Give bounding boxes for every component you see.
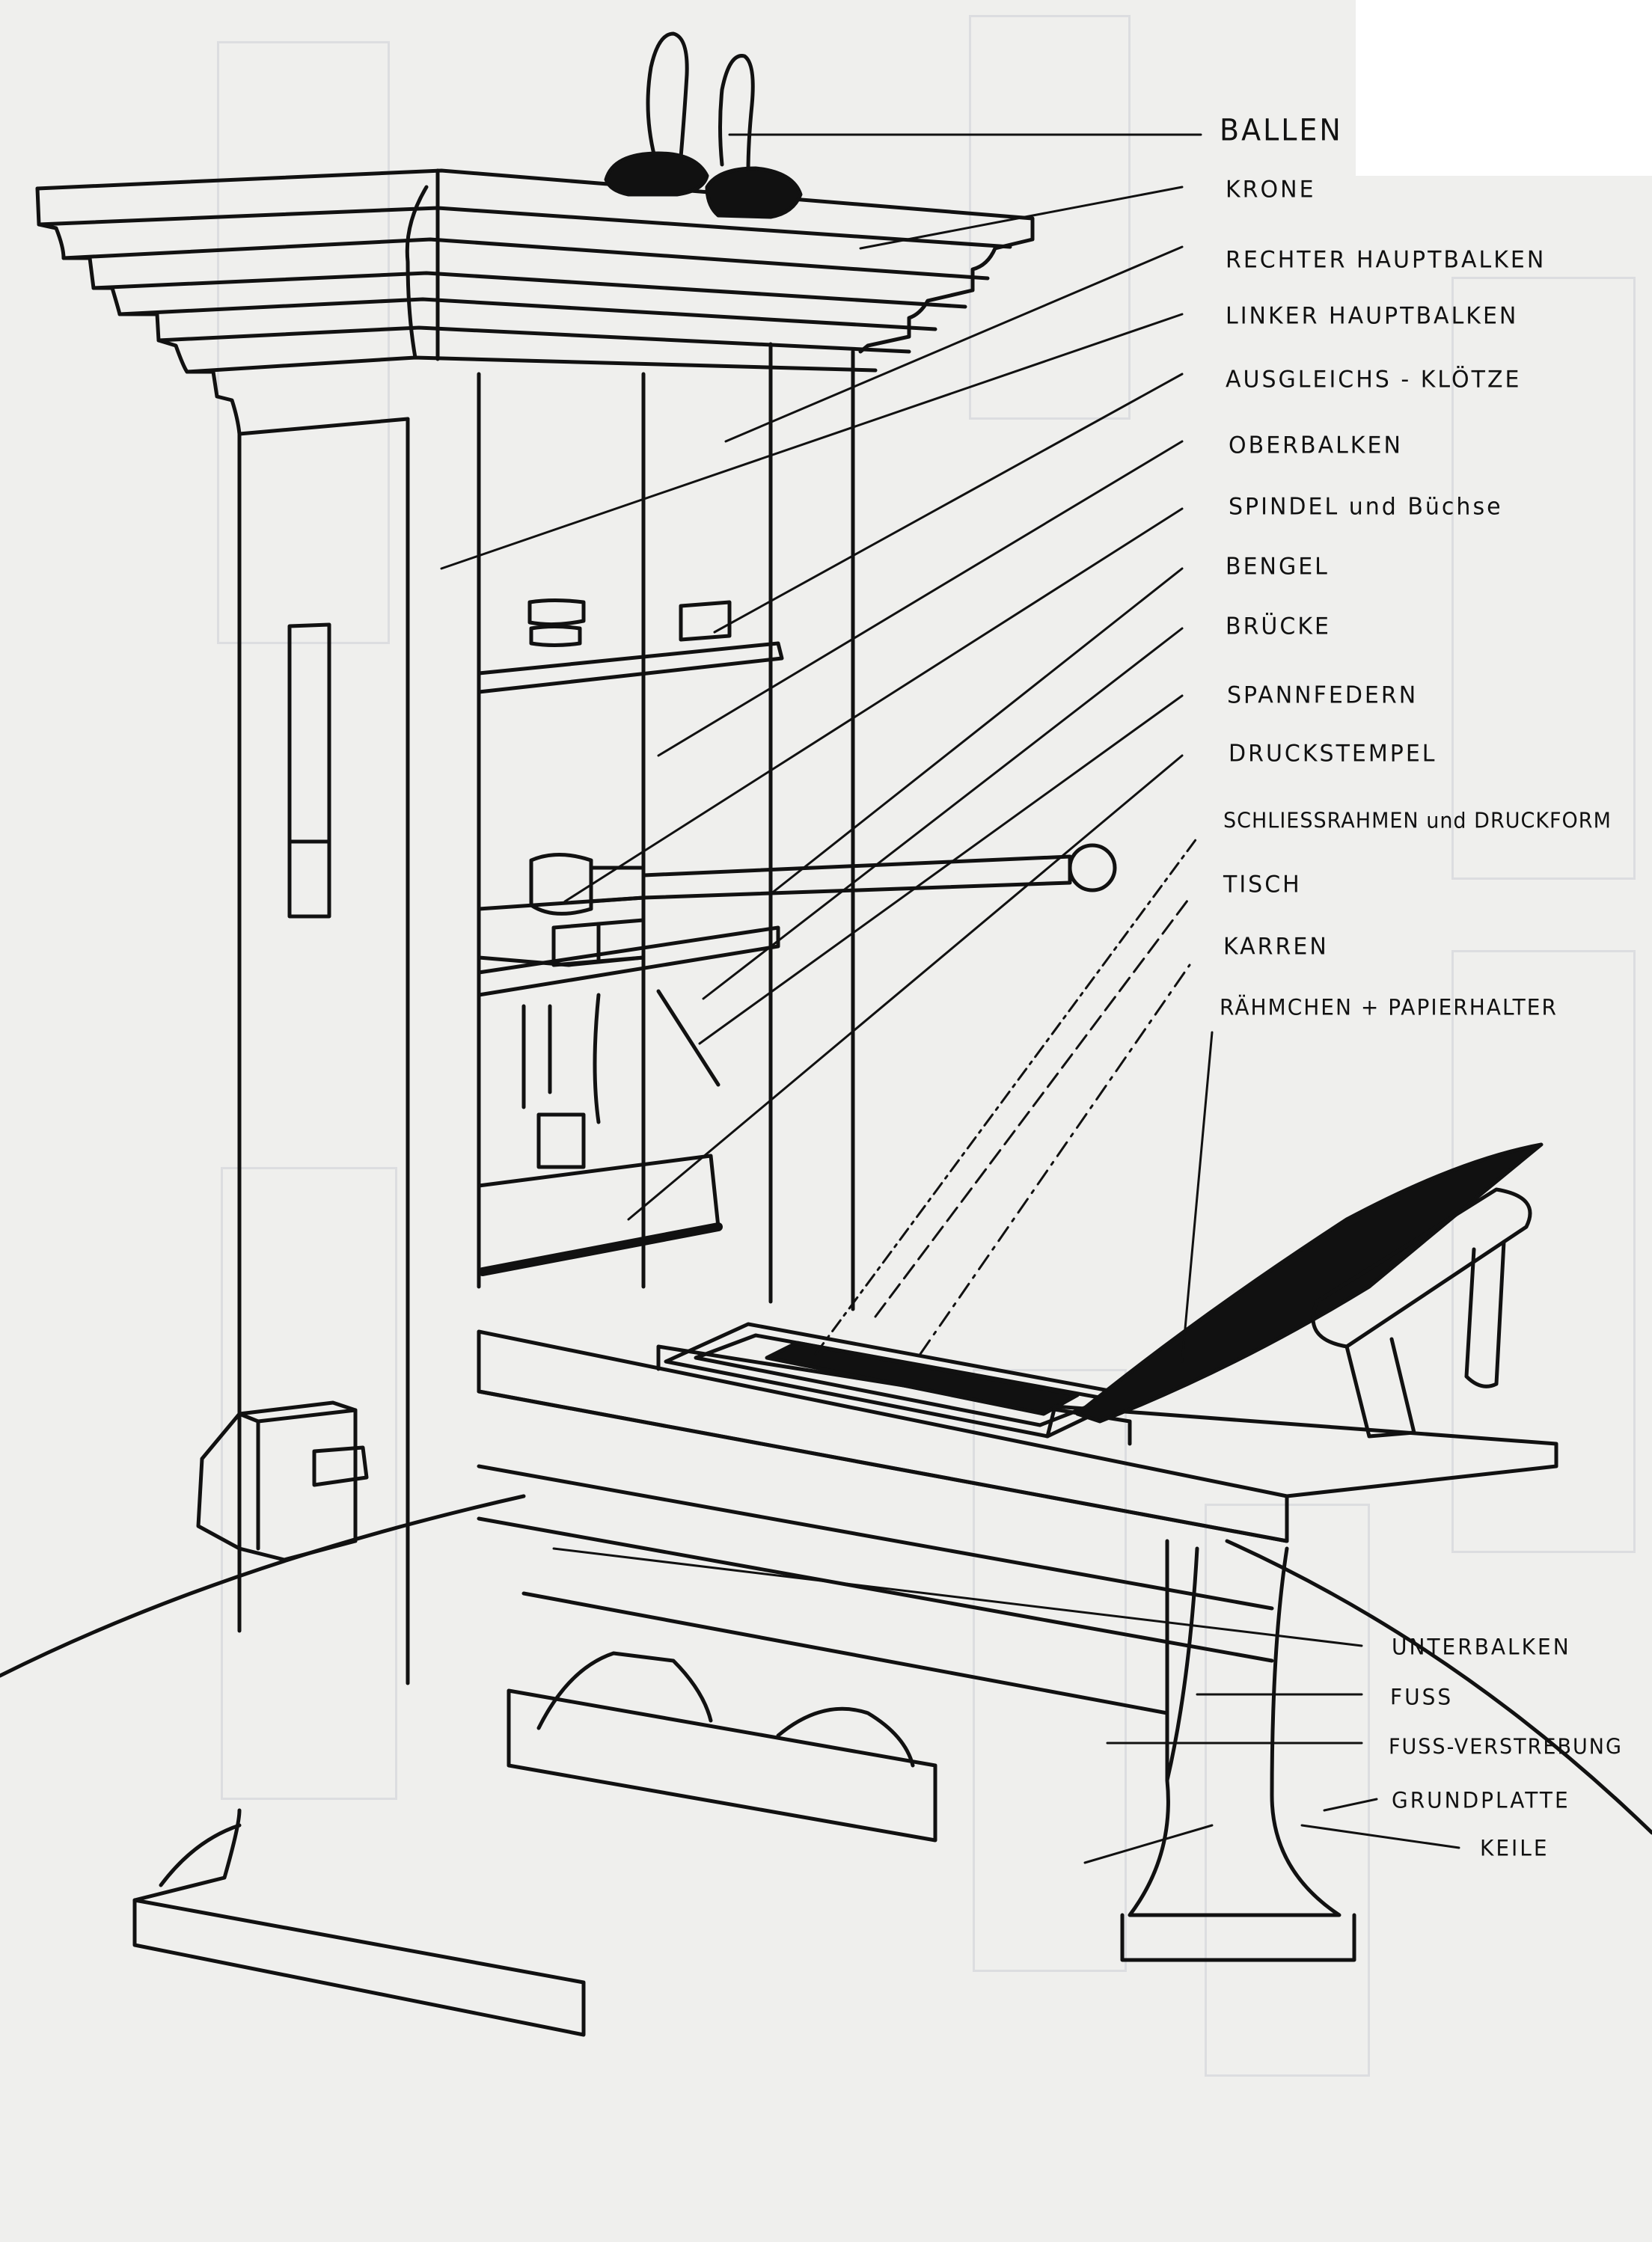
label-oberbalken: OBERBALKEN xyxy=(1229,432,1403,459)
label-keile: KEILE xyxy=(1480,1835,1549,1861)
label-tisch: TISCH xyxy=(1223,871,1302,898)
label-bengel: BENGEL xyxy=(1226,553,1330,581)
label-ballen: BALLEN xyxy=(1220,112,1343,148)
bruecke-beam xyxy=(477,925,780,997)
bengel-bar xyxy=(641,854,1072,900)
scan-margin xyxy=(1356,0,1652,176)
label-unterbalken: UNTERBALKEN xyxy=(1392,1634,1571,1660)
label-karren: KARREN xyxy=(1223,933,1329,961)
bengel-knob xyxy=(1068,843,1117,892)
label-linker-hauptbalken: LINKER HAUPTBALKEN xyxy=(1226,302,1519,330)
label-rechter-hauptbalken: RECHTER HAUPTBALKEN xyxy=(1226,246,1547,274)
label-bruecke: BRÜCKE xyxy=(1226,613,1331,640)
label-schliessrahmen-druckform: SCHLIESSRAHMEN und DRUCKFORM xyxy=(1223,809,1612,833)
label-fuss-verstrebung: FUSS-VERSTREBUNG xyxy=(1389,1735,1623,1759)
upper-crossbeam xyxy=(477,598,784,694)
label-druckstempel: DRUCKSTEMPEL xyxy=(1229,740,1437,768)
leader-lines xyxy=(440,133,1460,1864)
floor-outline xyxy=(0,1494,1652,1835)
left-base xyxy=(132,1400,586,2037)
label-krone: KRONE xyxy=(1226,176,1316,203)
ink-balls xyxy=(604,31,803,219)
label-fuss: FUSS xyxy=(1390,1684,1454,1710)
label-grundplatte: GRUNDPLATTE xyxy=(1392,1787,1570,1813)
right-upright xyxy=(477,342,855,1311)
label-spindel-buechse: SPINDEL und Büchse xyxy=(1229,493,1503,521)
label-spannfedern: SPANNFEDERN xyxy=(1227,682,1419,709)
carriage-table xyxy=(477,1142,1558,1543)
left-upright xyxy=(237,417,410,1685)
label-raehmchen-papierhalter: RÄHMCHEN + PAPIERHALTER xyxy=(1220,994,1558,1020)
side-slot xyxy=(287,622,331,919)
lower-frame xyxy=(477,1464,1356,1962)
platen-assembly xyxy=(477,989,723,1276)
label-ausgleichs-kloetze: AUSGLEICHS - KLÖTZE xyxy=(1226,366,1522,393)
crown xyxy=(35,168,1035,436)
